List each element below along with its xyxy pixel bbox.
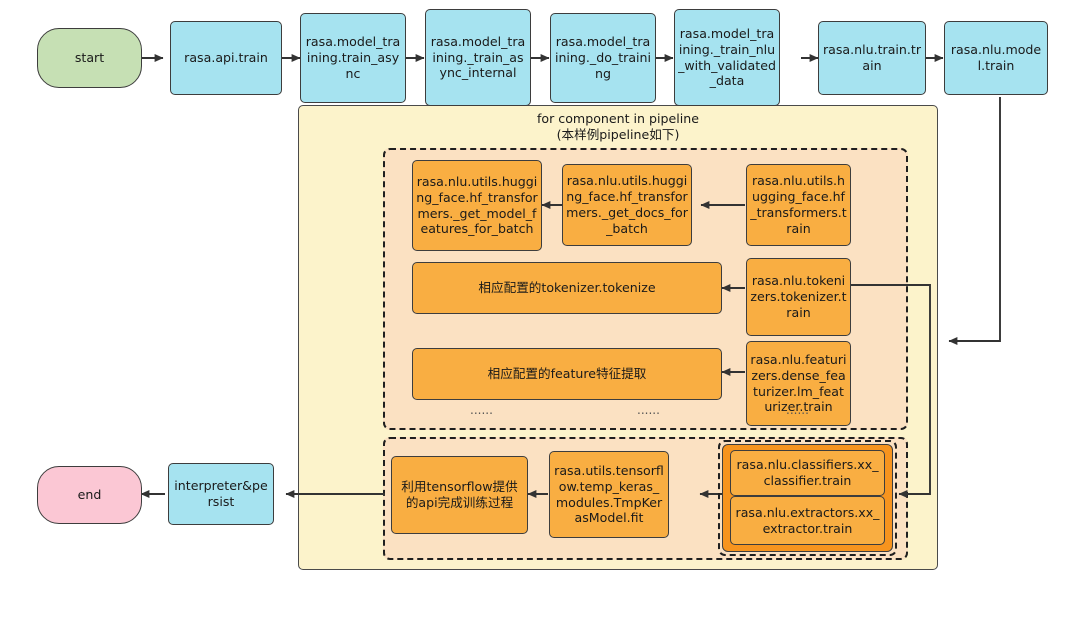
classifier-extractor-group-outline (718, 440, 897, 556)
ellipsis-middle: ...... (637, 403, 660, 417)
node-hf-get-docs-for-batch[interactable]: rasa.nlu.utils.hugging_face.hf_transform… (562, 164, 692, 246)
node-nlu-tokenizers-tokenizer-train[interactable]: rasa.nlu.tokenizers.tokenizer.train (746, 258, 851, 336)
node-feature-extraction[interactable]: 相应配置的feature特征提取 (412, 348, 722, 400)
node-nlu-model-train[interactable]: rasa.nlu.model.train (944, 21, 1048, 95)
node-train-async[interactable]: rasa.model_training.train_async (300, 13, 406, 103)
node-do-training[interactable]: rasa.model_training._do_training (550, 13, 656, 103)
node-nlu-train-train[interactable]: rasa.nlu.train.train (818, 21, 926, 95)
ellipsis-right: ...... (786, 403, 809, 417)
node-xx-classifier-train[interactable]: rasa.nlu.classifiers.xx_classifier.train (730, 450, 885, 496)
node-train-nlu-with-validated-data[interactable]: rasa.model_training._train_nlu_with_vali… (674, 9, 780, 106)
loop-caption-line2: (本样例pipeline如下) (556, 127, 680, 142)
node-tensorflow-api-training[interactable]: 利用tensorflow提供的api完成训练过程 (391, 456, 528, 534)
loop-caption-line1: for component in pipeline (536, 111, 699, 126)
node-hf-transformers-train[interactable]: rasa.nlu.utils.hugging_face.hf_transform… (746, 164, 851, 246)
node-hf-get-model-features-for-batch[interactable]: rasa.nlu.utils.hugging_face.hf_transform… (412, 160, 542, 251)
node-rasa-api-train[interactable]: rasa.api.train (170, 21, 282, 95)
node-tmp-keras-model-fit[interactable]: rasa.utils.tensorflow.temp_keras_modules… (549, 451, 669, 538)
node-train-async-internal[interactable]: rasa.model_training._train_async_interna… (425, 9, 531, 106)
node-interpreter-persist[interactable]: interpreter&persist (168, 463, 274, 525)
node-xx-extractor-train[interactable]: rasa.nlu.extractors.xx_extractor.train (730, 496, 885, 545)
node-tokenizer-tokenize[interactable]: 相应配置的tokenizer.tokenize (412, 262, 722, 314)
node-end[interactable]: end (37, 466, 142, 524)
node-lm-featurizer-train[interactable]: rasa.nlu.featurizers.dense_featurizer.lm… (746, 341, 851, 426)
node-start[interactable]: start (37, 28, 142, 88)
ellipsis-left: ...... (470, 403, 493, 417)
